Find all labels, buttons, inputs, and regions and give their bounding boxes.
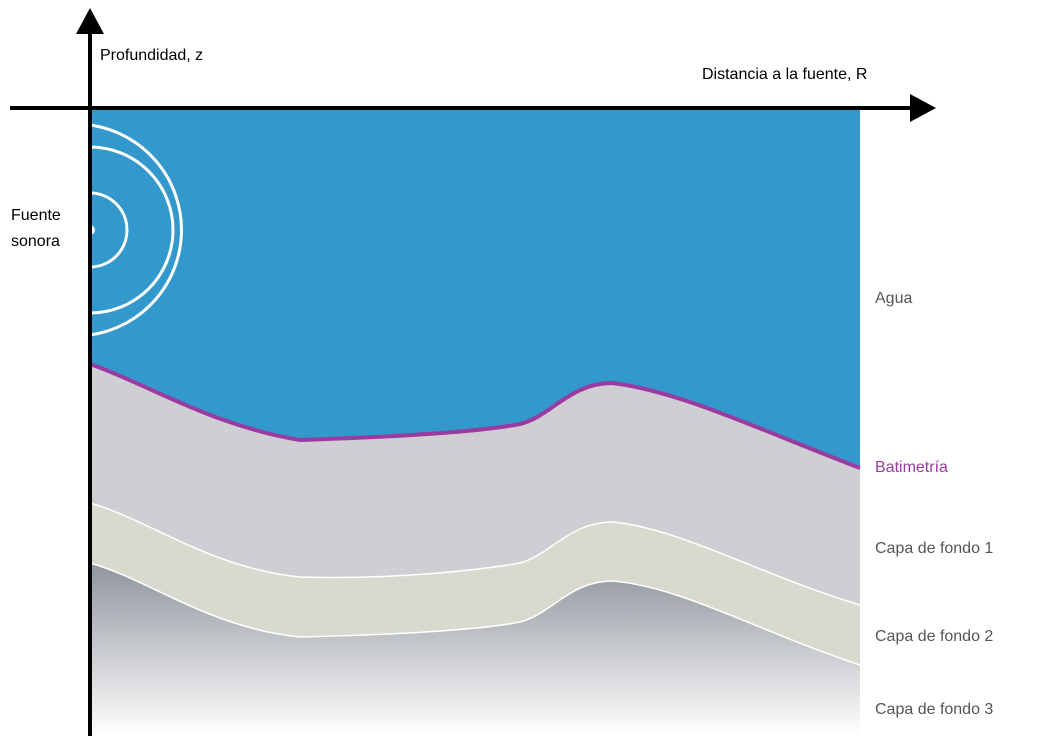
bottom-layer-1-label: Capa de fondo 1: [875, 540, 994, 557]
source-label-line2: sonora: [11, 233, 60, 250]
bottom-layer-2-label: Capa de fondo 2: [875, 628, 994, 645]
depth-axis-label: Profundidad, z: [100, 47, 204, 64]
bottom-layer-3-top-line: [89, 562, 861, 666]
bottom-layer-3-label: Capa de fondo 3: [875, 701, 994, 718]
bathymetry-line: [89, 362, 861, 470]
range-axis-arrowhead: [910, 94, 936, 122]
bathymetry-label: Batimetría: [875, 459, 948, 476]
bottom-layer-1-region: [90, 364, 860, 605]
depth-axis-arrowhead: [76, 8, 104, 34]
wavefront-2: [89, 145, 175, 315]
bottom-layer-2-top-line: [89, 502, 861, 606]
range-axis-label: Distancia a la fuente, R: [702, 66, 868, 83]
sound-source-wavefronts: [89, 123, 183, 337]
bottom-layer-2-region: [90, 503, 860, 665]
source-label-line1: Fuente: [11, 207, 61, 224]
water-region: [90, 108, 860, 468]
wavefront-3: [89, 123, 183, 337]
wavefront-1: [89, 191, 129, 269]
water-label: Agua: [875, 290, 913, 307]
